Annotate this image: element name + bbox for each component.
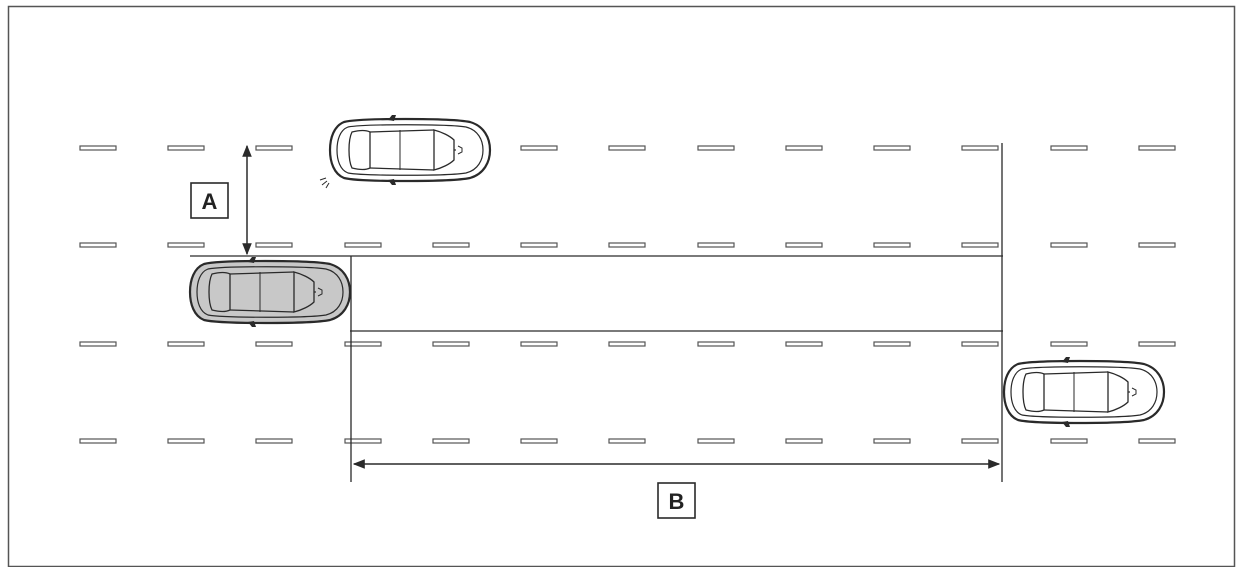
lane-dash [1138,341,1176,347]
turn-signal-marks [319,177,330,189]
label-a-text: A [202,189,218,214]
lane-dash [79,145,117,151]
lane-dash [697,438,735,444]
lane-dash [344,438,382,444]
lane-dash [873,341,911,347]
lane-dash [608,242,646,248]
lane-dash [873,145,911,151]
lane-dash [167,145,205,151]
lane-dash [1050,438,1088,444]
lane-dash [1050,341,1088,347]
lane-dash [697,145,735,151]
lane-dash [167,341,205,347]
lane-dash [255,341,293,347]
own-vehicle [188,255,352,329]
lane-dash [873,242,911,248]
lane-dash [608,438,646,444]
lane-dash [520,242,558,248]
lane-dash [785,242,823,248]
lane-dash [520,145,558,151]
lane-dash [255,438,293,444]
label-b-text: B [669,489,685,514]
lane-dash [1050,145,1088,151]
lane-dash [167,242,205,248]
lane-dash [1138,242,1176,248]
lane-dash [785,145,823,151]
lane-markings [79,145,1176,444]
lane-dash [697,341,735,347]
lane-dash [520,341,558,347]
lane-dash [520,438,558,444]
lane-dash [167,438,205,444]
lane-dash [344,341,382,347]
label-b: B [657,482,696,519]
lane-dash [255,145,293,151]
lane-dash [785,438,823,444]
lane-dash [1138,145,1176,151]
lane-dash [608,145,646,151]
adjacent-lane-vehicle [328,113,492,187]
rear-vehicle [1002,355,1166,429]
lane-dash [697,242,735,248]
lane-dash [1138,438,1176,444]
lane-dash [432,242,470,248]
lane-dash [1050,242,1088,248]
lane-dash [255,242,293,248]
lane-dash [79,438,117,444]
lane-dash [961,438,999,444]
lane-dash [961,242,999,248]
lane-dash [79,242,117,248]
lane-dash [961,341,999,347]
lane-dash [432,438,470,444]
lane-dash [344,242,382,248]
lane-dash [608,341,646,347]
lane-dash [873,438,911,444]
lane-dash [961,145,999,151]
lane-dash [785,341,823,347]
label-a: A [190,182,229,219]
lane-dash [432,341,470,347]
detection-zone [190,143,1003,482]
lane-dash [79,341,117,347]
